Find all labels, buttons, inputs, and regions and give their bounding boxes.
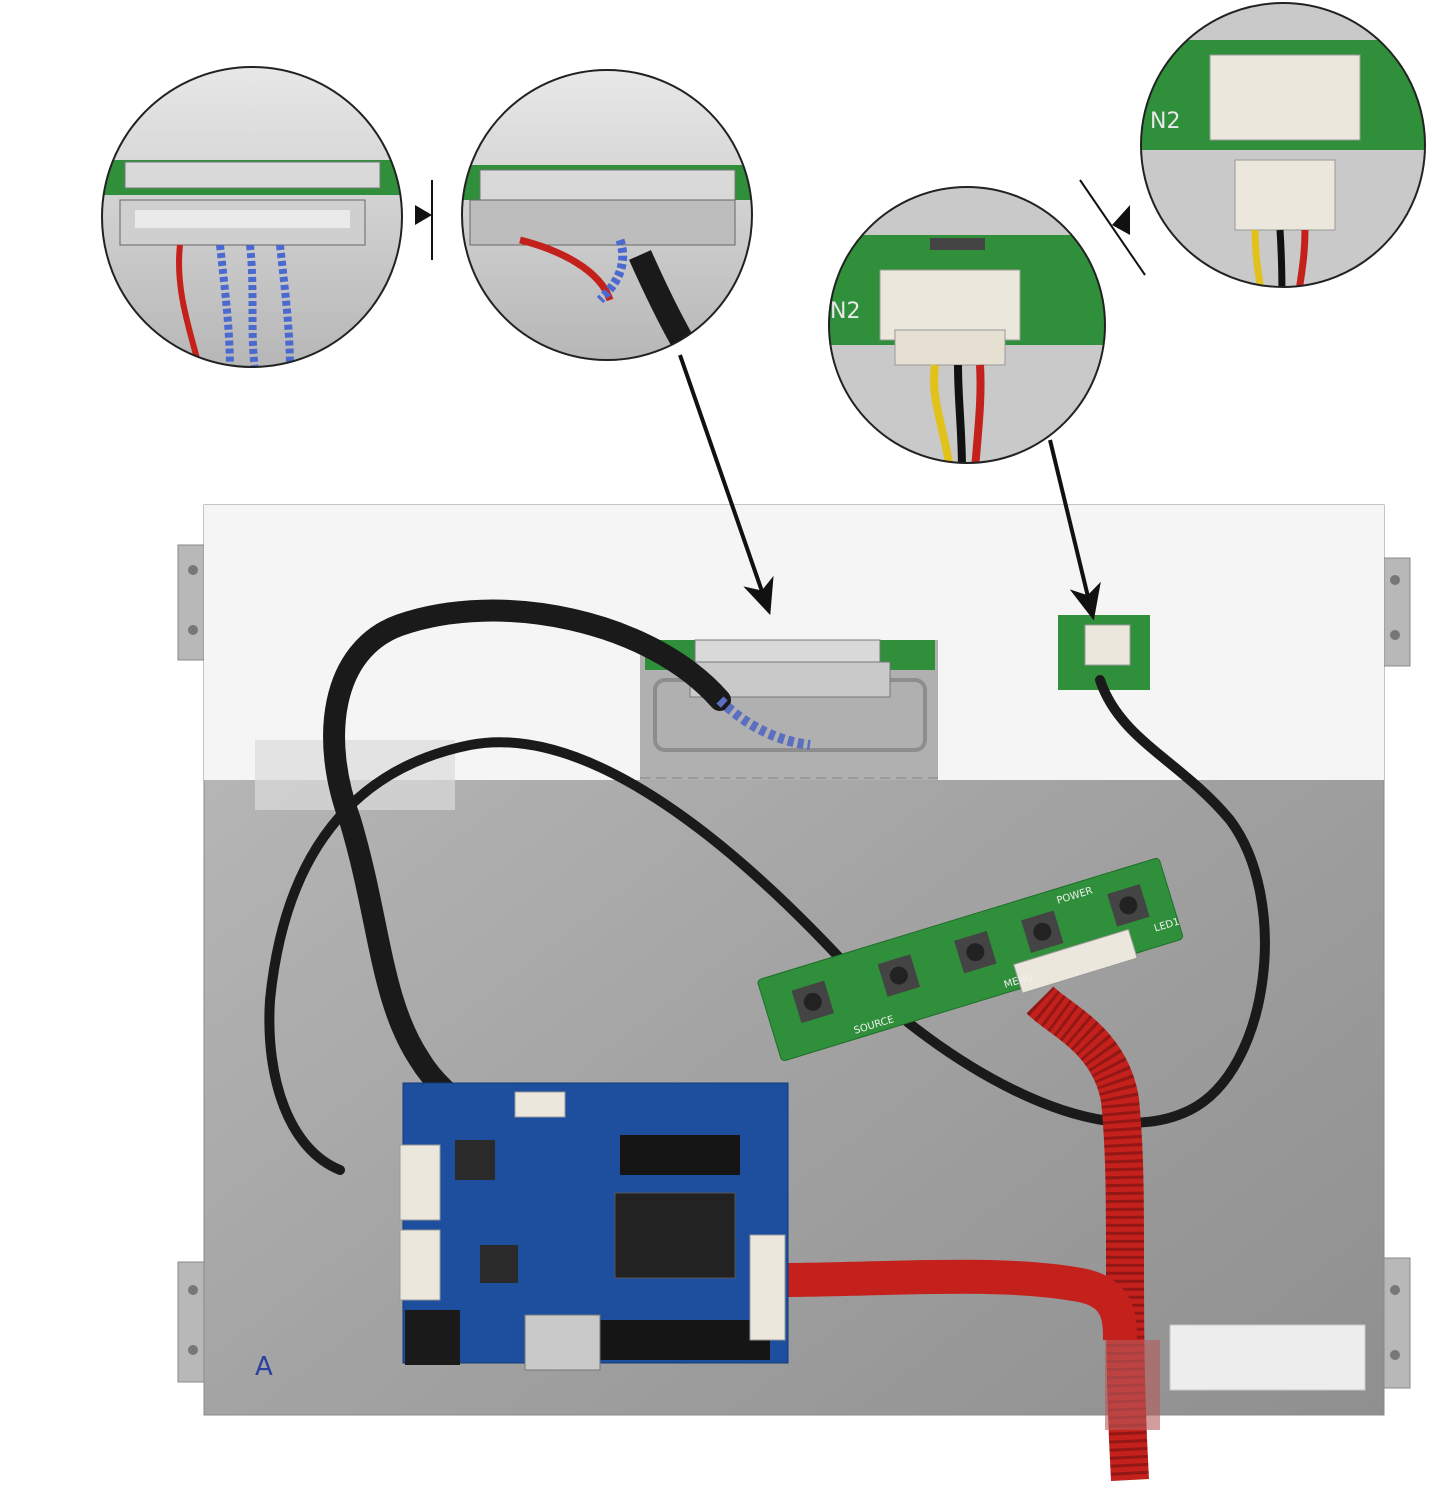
zoom-circle-lvds-unplugged [101, 66, 403, 368]
panel-label-sticker [1169, 1324, 1366, 1391]
keypad-button [791, 980, 835, 1024]
mount-ear-top-left [177, 544, 209, 661]
zoom-circle-cn2-plugged: N2 [828, 186, 1106, 464]
zoom-circle-lvds-plugged [461, 69, 753, 361]
arrow-cn2-to-panel [1048, 439, 1101, 621]
driver-board [399, 1082, 789, 1371]
keypad-board: SOURCE MENU POWER LED1 [757, 857, 1184, 1062]
mount-ear-bottom-right [1379, 1257, 1411, 1389]
keypad-button [1021, 910, 1064, 953]
board-connector [749, 1234, 786, 1341]
board-connector [399, 1229, 441, 1301]
pin-header [600, 1320, 770, 1360]
hdmi-port [524, 1314, 601, 1371]
keypad-button [954, 930, 997, 974]
zoom-cn2-label-left: N2 [830, 299, 860, 324]
zoom-cn2-label-right: N2 [1150, 109, 1180, 134]
board-connector [514, 1091, 566, 1118]
dc-jack [405, 1310, 460, 1365]
arrow-lvds-to-panel [678, 354, 774, 616]
driver-main-ic [614, 1192, 736, 1279]
inductor [455, 1140, 495, 1180]
panel-mark: A [255, 1352, 273, 1382]
inductor [480, 1245, 518, 1283]
pin-header [620, 1135, 740, 1175]
panel-white-strip [204, 505, 1384, 780]
step-arrow-1 [415, 205, 432, 225]
board-connector [399, 1144, 441, 1221]
keypad-button [1107, 884, 1150, 927]
driver-red-ribbon [779, 1259, 1137, 1341]
mount-ear-bottom-left [177, 1261, 209, 1383]
keypad-connector [1013, 928, 1138, 994]
keypad-button [877, 954, 921, 997]
zoom-circle-cn2-unplugged: N2 [1140, 2, 1426, 288]
step-arrow-2 [1112, 205, 1130, 235]
ribbon-tape [1105, 1340, 1160, 1430]
